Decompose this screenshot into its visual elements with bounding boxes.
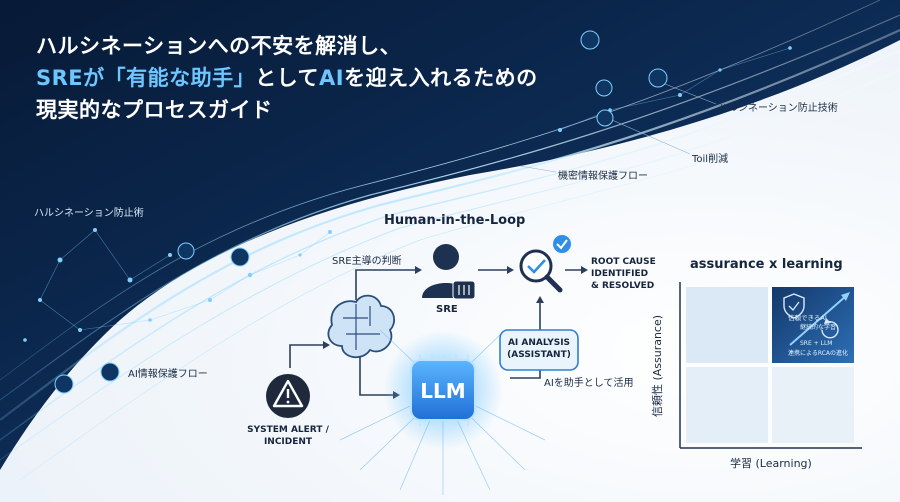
- headline-line-3: 現実的なプロセスガイド: [36, 98, 273, 122]
- headline-line-1: ハルシネーションへの不安を解消し、: [36, 34, 402, 58]
- quadrant-continuous: 継続的な学習: [800, 324, 837, 331]
- ai-analysis-box: [499, 329, 579, 371]
- check-badge-icon: [553, 235, 571, 253]
- label-use-ai: AIを助手として活用: [544, 378, 634, 389]
- alert-line-2: INCIDENT: [263, 437, 313, 447]
- quadrant-rca: 連携によるRCAの進化: [788, 350, 848, 357]
- label-ai-analysis: AI ANALYSIS (ASSISTANT): [500, 337, 578, 361]
- llm-chip-icon: [339, 329, 546, 495]
- label-secret-flow: 機密情報保護フロー: [558, 171, 648, 182]
- label-sre-lead: SRE主導の判断: [332, 256, 402, 267]
- brain-icon: [327, 294, 395, 359]
- quadrant-trust: 信頼できるAI: [788, 314, 827, 322]
- label-root-cause: ROOT CAUSE IDENTIFIED & RESOLVED: [591, 256, 656, 292]
- ai-analysis-line-1: AI ANALYSIS: [507, 338, 571, 348]
- label-sre: SRE: [436, 304, 458, 315]
- sync-icon: [821, 318, 839, 339]
- label-hallucination-left: ハルシネーション防止術: [34, 208, 144, 219]
- headline-welcome: を迎え入れるための: [344, 66, 538, 90]
- matrix-x-label: 学習 (Learning): [730, 457, 812, 470]
- label-leaders: [519, 83, 717, 173]
- label-system-alert: SYSTEM ALERT / INCIDENT: [246, 424, 330, 448]
- tech-badges: [54, 30, 668, 394]
- matrix-y-label: 信頼性 (Assurance): [651, 314, 665, 418]
- headline-ai: AI: [319, 66, 345, 90]
- headline-line-2: SREが「有能な助手」としてAIを迎え入れるための: [36, 62, 538, 92]
- quadrant-sre-llm: SRE + LLM: [800, 340, 833, 347]
- person-icon: [422, 244, 476, 300]
- root-cause-line-1: ROOT CAUSE: [591, 257, 656, 267]
- quadrant-matrix: [679, 282, 862, 449]
- alert-line-1: SYSTEM ALERT /: [247, 425, 329, 435]
- label-toil: Toil削減: [692, 154, 729, 165]
- headline-sre: SREが: [36, 66, 105, 90]
- flow-heading: Human-in-the-Loop: [384, 213, 526, 228]
- warning-icon: [266, 374, 310, 418]
- label-llm: LLM: [420, 379, 466, 403]
- shield-icon: [783, 293, 805, 319]
- root-cause-line-2: IDENTIFIED: [591, 269, 649, 279]
- ai-analysis-line-2: (ASSISTANT): [507, 350, 571, 360]
- magnifier-check-icon: [519, 249, 563, 293]
- headline-as: として: [255, 66, 320, 90]
- data-wave-lines: [0, 0, 900, 481]
- navy-backdrop: [0, 0, 900, 470]
- label-ai-protect: AI情報保護フロー: [128, 369, 208, 380]
- headline-assistant: 「有能な助手」: [104, 66, 256, 90]
- label-hallucination-tech: ハルシネーション防止技術: [718, 103, 838, 114]
- matrix-title: assurance x learning: [690, 257, 843, 272]
- root-cause-line-3: & RESOLVED: [591, 281, 655, 291]
